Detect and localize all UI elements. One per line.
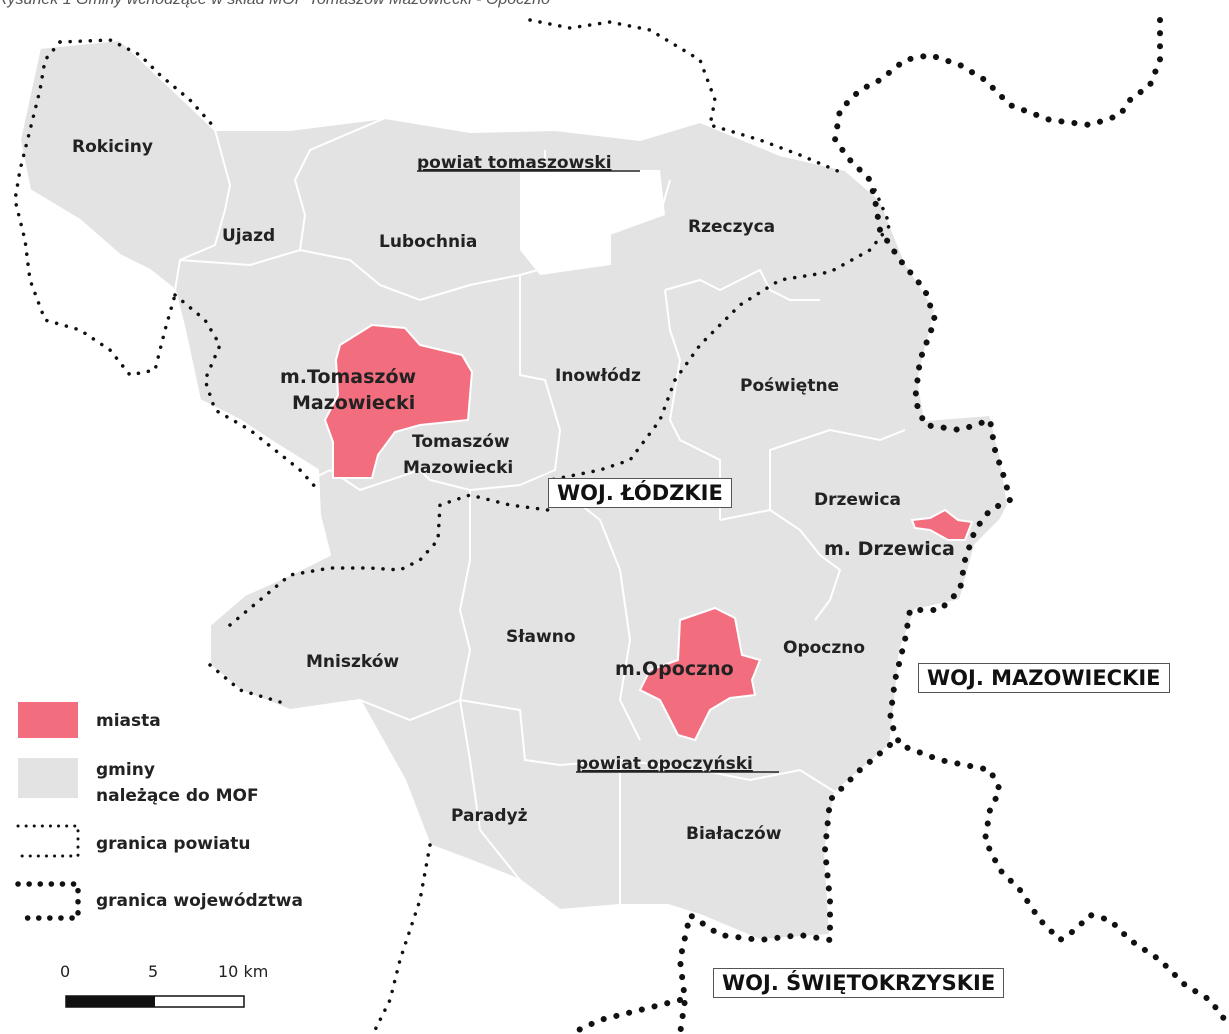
label-rzeczyca: Rzeczyca	[688, 217, 775, 237]
scale-label-0: 0	[60, 962, 71, 981]
woj-boundaries	[567, 17, 1228, 1034]
m-tomaszow-polygon	[323, 323, 474, 479]
label-m-tomaszow-1: m.Tomaszów	[280, 366, 416, 388]
label-powiat-tomaszowski: powiat tomaszowski	[417, 153, 612, 173]
label-mniszkow: Mniszków	[306, 652, 399, 672]
label-poswietne: Poświętne	[740, 376, 839, 396]
label-m-tomaszow-2: Mazowiecki	[292, 392, 415, 414]
label-ujazd: Ujazd	[222, 226, 275, 246]
excluded-west	[20, 190, 95, 260]
legend-label-granica-wojewodztwa: granica województwa	[96, 891, 303, 911]
label-drzewica: Drzewica	[814, 490, 901, 510]
label-opoczno: Opoczno	[783, 638, 865, 658]
label-inowlodz: Inowłódz	[555, 366, 641, 386]
legend-swatch-gminy	[18, 758, 78, 798]
label-m-drzewica: m. Drzewica	[824, 538, 955, 560]
label-lubochnia: Lubochnia	[379, 232, 477, 252]
label-slawno: Sławno	[506, 627, 576, 647]
mof-area	[18, 38, 1010, 942]
label-rokiciny: Rokiciny	[72, 137, 153, 157]
legend-swatch-miasta	[18, 702, 78, 738]
woj-mazowieckie-box: WOJ. MAZOWIECKIE	[918, 663, 1170, 693]
woj-swietokrzyskie-box: WOJ. ŚWIĘTOKRZYSKIE	[713, 968, 1005, 998]
gmina-borders	[174, 117, 906, 905]
m-opoczno-polygon	[638, 606, 762, 742]
map-caption: Rysunek 1 Gminy wchodzące w skład MOF To…	[0, 0, 550, 9]
label-powiat-opoczynski: powiat opoczyński	[576, 754, 753, 774]
woj-lodzkie-box: WOJ. ŁÓDZKIE	[548, 478, 732, 508]
m-drzewica-polygon	[910, 508, 974, 541]
label-tomaszow-1: Tomaszów	[412, 432, 510, 452]
excluded-area-2	[520, 170, 665, 275]
gminy-fill	[18, 38, 1010, 942]
powiat-boundaries	[13, 18, 893, 1032]
legend-label-miasta: miasta	[96, 711, 161, 731]
legend-label-gminy-1: gminy	[96, 760, 155, 780]
legend-label-granica-powiatu: granica powiatu	[96, 834, 251, 854]
legend-label-gminy-2: należące do MOF	[96, 786, 259, 806]
scale-label-5: 5	[148, 962, 159, 981]
legend-symbol-wojewodztwo	[15, 881, 81, 921]
scale-bar	[65, 995, 245, 1008]
label-bialaczow: Białaczów	[686, 824, 782, 844]
miasta-layer	[323, 323, 974, 742]
label-paradyz: Paradyż	[451, 806, 528, 826]
label-tomaszow-2: Mazowiecki	[403, 458, 513, 478]
legend-symbol-powiat	[16, 824, 80, 858]
label-m-opoczno: m.Opoczno	[615, 658, 734, 680]
scale-label-10: 10 km	[218, 962, 269, 981]
